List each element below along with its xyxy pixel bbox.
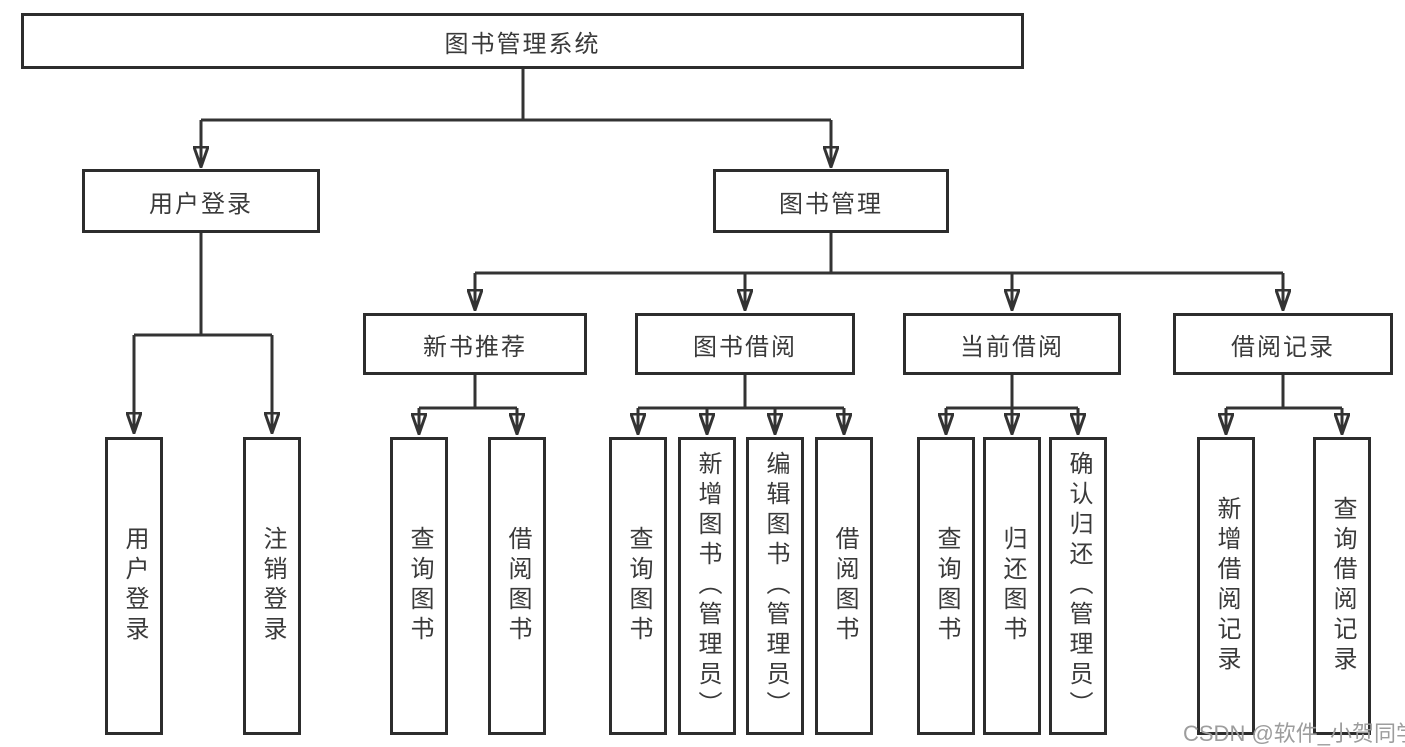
leaf-borrow-books-recommend-label: 借阅图书 [504,526,531,646]
leaf-borrow-books-borrowing: 借阅图书 [815,437,873,735]
node-new-book-recommendation: 新书推荐 [363,313,587,375]
leaf-query-books-recommend: 查询图书 [390,437,448,735]
leaf-query-books-current-label: 查询图书 [933,526,960,646]
node-borrowing-records-label: 借阅记录 [1231,333,1335,361]
leaf-return-book-label: 归还图书 [999,526,1026,646]
leaf-add-borrow-record-label: 新增借阅记录 [1213,496,1240,676]
leaf-borrow-books-borrowing-label: 借阅图书 [831,526,858,646]
node-user-login-label: 用户登录 [149,190,253,218]
leaf-user-login: 用户登录 [105,437,163,735]
leaf-logout: 注销登录 [243,437,301,735]
leaf-query-books-current: 查询图书 [917,437,975,735]
node-new-book-recommendation-label: 新书推荐 [423,333,527,361]
leaf-query-books-borrowing: 查询图书 [609,437,667,735]
node-root: 图书管理系统 [21,13,1024,69]
leaf-query-books-recommend-label: 查询图书 [406,526,433,646]
leaf-logout-label: 注销登录 [259,526,286,646]
node-book-borrowing-label: 图书借阅 [693,333,797,361]
leaf-add-book-admin-label: 新增图书（管理员） [694,451,721,721]
node-current-borrowing: 当前借阅 [903,313,1121,375]
leaf-add-borrow-record: 新增借阅记录 [1197,437,1255,735]
leaf-user-login-label: 用户登录 [121,526,148,646]
leaf-query-borrow-record-label: 查询借阅记录 [1329,496,1356,676]
leaf-return-book: 归还图书 [983,437,1041,735]
node-book-management-label: 图书管理 [779,190,883,218]
leaf-borrow-books-recommend: 借阅图书 [488,437,546,735]
node-root-label: 图书管理系统 [444,30,601,58]
node-user-login: 用户登录 [82,169,320,233]
node-book-management: 图书管理 [713,169,949,233]
leaf-query-borrow-record: 查询借阅记录 [1313,437,1371,735]
leaf-query-books-borrowing-label: 查询图书 [625,526,652,646]
leaf-confirm-return-admin-label: 确认归还（管理员） [1065,451,1092,721]
leaf-confirm-return-admin: 确认归还（管理员） [1049,437,1107,735]
node-book-borrowing: 图书借阅 [635,313,855,375]
leaf-add-book-admin: 新增图书（管理员） [678,437,736,735]
leaf-edit-book-admin-label: 编辑图书（管理员） [762,451,789,721]
leaf-edit-book-admin: 编辑图书（管理员） [746,437,804,735]
node-borrowing-records: 借阅记录 [1173,313,1393,375]
csdn-watermark: CSDN @软件_小贺同学 [1183,721,1405,746]
node-current-borrowing-label: 当前借阅 [960,333,1064,361]
